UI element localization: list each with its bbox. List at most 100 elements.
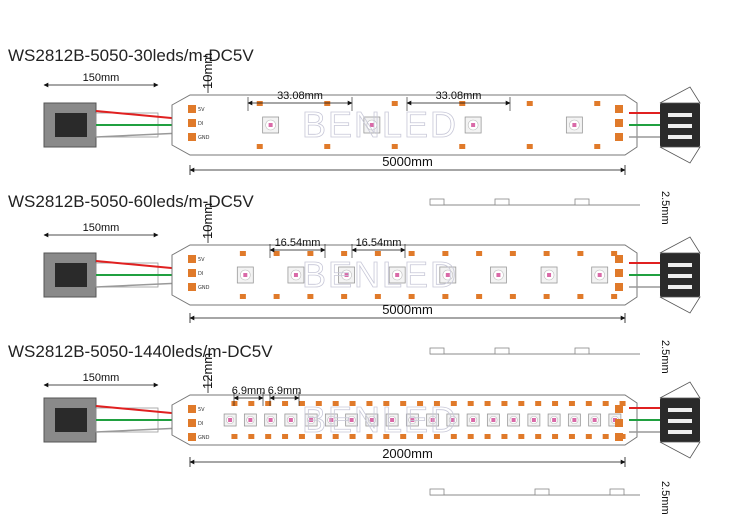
cut-pad [282, 434, 289, 439]
wire-white [95, 132, 183, 138]
connector-latch [659, 381, 701, 399]
cut-pad [467, 434, 474, 439]
cut-pad [332, 401, 339, 406]
connector-pin [668, 419, 692, 423]
connector-pin [668, 124, 692, 128]
length-label: 5000mm [382, 154, 433, 169]
cut-pad [408, 294, 415, 299]
led-die [597, 273, 602, 277]
wire-red [95, 405, 183, 415]
strip-body [171, 94, 638, 156]
cut-pad [509, 251, 516, 256]
solder-pad [188, 105, 196, 113]
led-die [293, 273, 298, 277]
connector-latch [659, 86, 701, 104]
pad-label: 5V [198, 257, 205, 263]
profile-led [429, 488, 445, 496]
cut-pad [349, 401, 356, 406]
solder-pad [188, 119, 196, 127]
watermark: BENLED [302, 104, 458, 145]
wire-white [95, 427, 183, 433]
strip-body [171, 394, 638, 446]
cut-pad [349, 434, 356, 439]
solder-pad [188, 269, 196, 277]
cut-pad [568, 401, 575, 406]
connector-pin [668, 135, 692, 139]
solder-pad [615, 105, 623, 113]
cut-pad [611, 251, 618, 256]
pad-label: 5V [198, 107, 205, 113]
cut-pad [577, 294, 584, 299]
solder-pad [615, 283, 623, 291]
cut-pad [366, 401, 373, 406]
cut-pad [332, 434, 339, 439]
section-title: WS2812B-5050-30leds/m-DC5V [8, 46, 254, 65]
profile-led [429, 347, 445, 355]
led-die [288, 418, 293, 422]
thickness-label: 2.5mm [659, 481, 671, 515]
led-die [243, 273, 248, 277]
cut-pad [374, 294, 381, 299]
cut-pad [400, 434, 407, 439]
led-die [248, 418, 253, 422]
solder-pad [615, 419, 623, 427]
wire-length-label: 150mm [83, 72, 120, 84]
cut-pad [585, 434, 592, 439]
solder-pad [615, 405, 623, 413]
solder-pad [188, 419, 196, 427]
cut-pad [366, 434, 373, 439]
led-die [369, 123, 374, 127]
led-die [450, 418, 455, 422]
cut-pad [476, 294, 483, 299]
cut-pad [526, 144, 533, 149]
length-label: 5000mm [382, 302, 433, 317]
cut-pad [619, 401, 626, 406]
wire-length-label: 150mm [83, 222, 120, 234]
profile-led [534, 488, 550, 496]
cut-pad [383, 434, 390, 439]
cut-pad [501, 434, 508, 439]
cut-pad [315, 434, 322, 439]
cut-pad [433, 434, 440, 439]
bottom-profile: 2.5mm [429, 481, 671, 515]
cut-pad [282, 401, 289, 406]
led-die [445, 273, 450, 277]
solder-pad [188, 405, 196, 413]
led-die [496, 273, 501, 277]
solder-pad [615, 119, 623, 127]
wire-length-label: 150mm [83, 372, 120, 384]
strip-section-1: WS2812B-5050-30leds/m-DC5V [0, 0, 750, 180]
led-die [349, 418, 354, 422]
cut-pad [518, 401, 525, 406]
cut-pad [417, 434, 424, 439]
cut-pad [543, 294, 550, 299]
cut-pad [374, 251, 381, 256]
led-die [531, 418, 536, 422]
solder-pad [188, 133, 196, 141]
led-die [612, 418, 617, 422]
cut-pad [265, 401, 272, 406]
cut-pad [248, 401, 255, 406]
pitch-label: 33.08mm [436, 90, 482, 102]
profile-led [429, 198, 445, 206]
pad-label: DI [198, 121, 203, 127]
pad-label: 5V [198, 407, 205, 413]
led-die [592, 418, 597, 422]
cut-pad [450, 401, 457, 406]
led-die [390, 418, 395, 422]
led-die [511, 418, 516, 422]
led-die [491, 418, 496, 422]
connector-latch [659, 441, 701, 459]
connector-body [55, 113, 87, 137]
cut-pad [273, 251, 280, 256]
cut-pad [611, 294, 618, 299]
connector-body [55, 408, 87, 432]
pad-label: GND [198, 285, 210, 291]
cut-pad [535, 401, 542, 406]
wire-white [95, 282, 183, 288]
cut-pad [552, 401, 559, 406]
connector-pin [668, 430, 692, 434]
